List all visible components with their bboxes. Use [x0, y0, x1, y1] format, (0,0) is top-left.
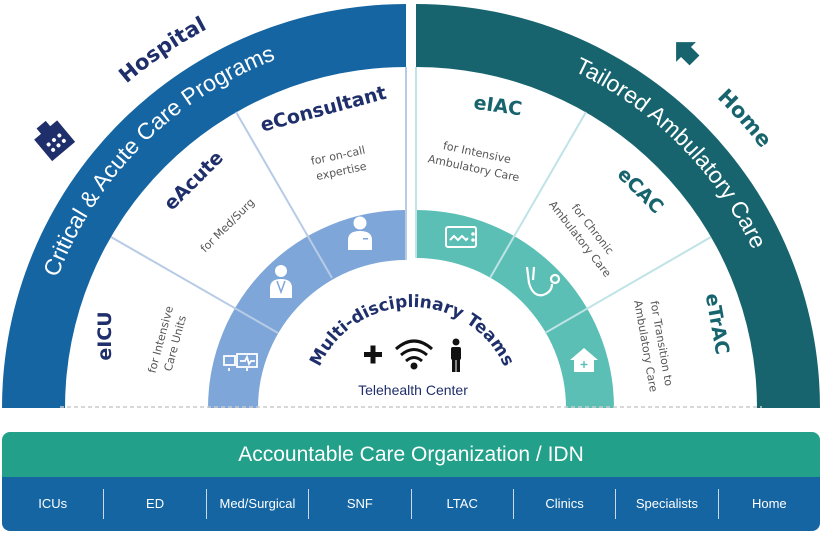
program-etrac-desc: for Transition to Ambulatory Care — [631, 299, 675, 393]
program-eicu-desc: for Intensive Care Units — [146, 304, 189, 374]
care-settings-bar: ICUs ED Med/Surgical SNF LTAC Clinics Sp… — [2, 477, 820, 531]
program-eacute-desc: for Med/Surg — [198, 196, 257, 255]
plus-icon — [364, 345, 382, 364]
aco-title: Accountable Care Organization / IDN — [238, 442, 584, 466]
aco-bar: Accountable Care Organization / IDN — [2, 432, 820, 477]
setting-ed: ED — [103, 489, 205, 519]
doctor-stethoscope-icon — [270, 265, 292, 298]
program-econsultant-desc: for on-call expertise — [310, 144, 368, 183]
semicircle-diagram: Critical & Acute Care Programs Tailored … — [2, 4, 820, 408]
setting-home: Home — [717, 489, 820, 519]
hospital-band — [2, 4, 406, 408]
setting-clinics: Clinics — [512, 489, 615, 519]
ambulatory-ring — [416, 210, 614, 408]
setting-med-surgical: Med/Surgical — [205, 489, 308, 519]
program-eicu-name: eICU — [94, 311, 116, 360]
program-eiac-name: eIAC — [472, 92, 523, 121]
setting-ltac: LTAC — [410, 489, 513, 519]
home-health-icon — [570, 348, 598, 372]
computer-monitors-icon — [223, 353, 258, 371]
consultant-person-icon — [348, 216, 372, 250]
program-eiac-desc: for Intensive Ambulatory Care — [427, 139, 521, 184]
wifi-icon — [395, 339, 433, 370]
setting-specialists: Specialists — [615, 489, 717, 519]
person-icon — [451, 338, 461, 372]
ambulatory-dividers — [415, 67, 712, 334]
hospital-dividers — [110, 67, 407, 334]
home-label: Home — [713, 84, 777, 152]
setting-snf: SNF — [308, 489, 410, 519]
setting-icus: ICUs — [38, 496, 68, 511]
stethoscope-icon — [525, 266, 561, 297]
ambulatory-band — [416, 4, 820, 408]
program-ecac-name: eCAC — [613, 163, 668, 218]
vital-monitor-icon — [445, 226, 477, 248]
house-arrow-icon — [676, 42, 700, 66]
hospital-building-icon — [34, 120, 76, 162]
program-etrac-name: eTrAC — [701, 292, 733, 357]
center-subtitle: Telehealth Center — [358, 382, 468, 398]
program-ecac-desc: for Chronic Ambulatory Care — [546, 198, 616, 279]
